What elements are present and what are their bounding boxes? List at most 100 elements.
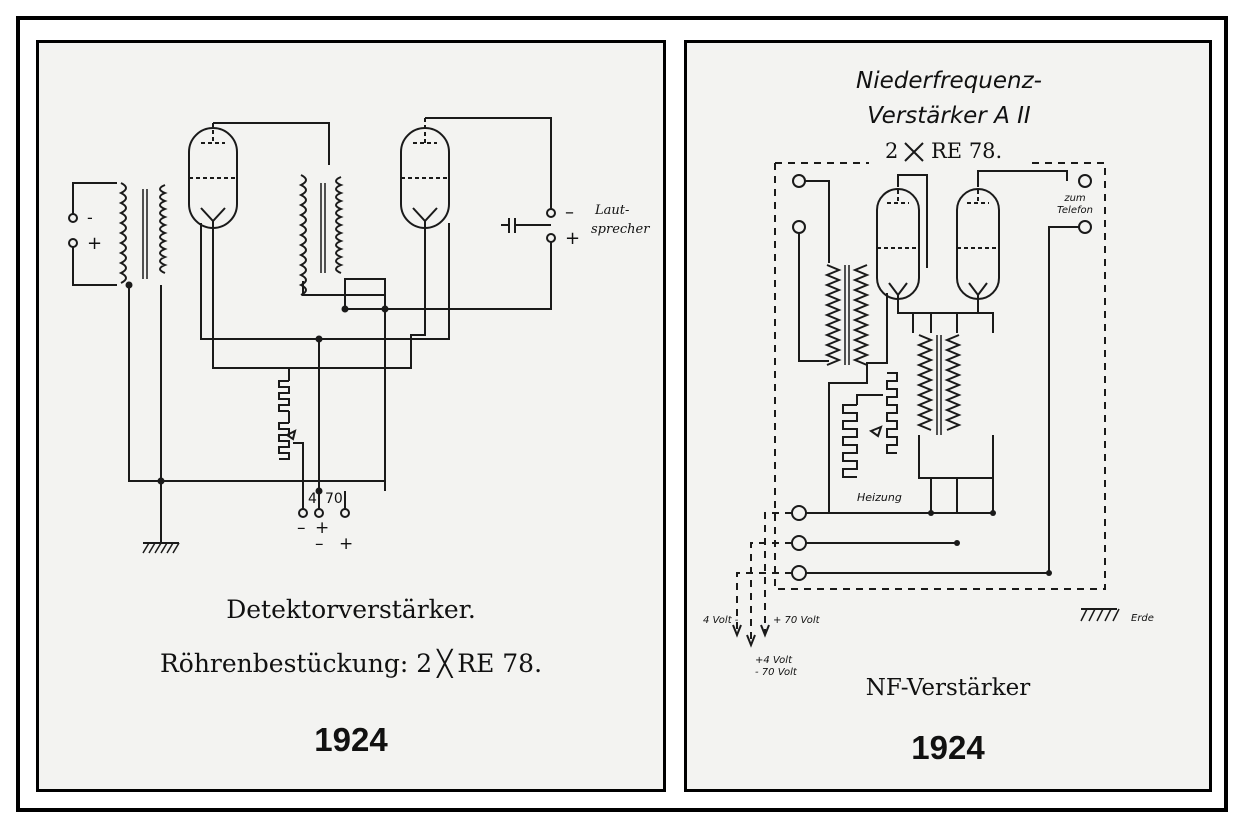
v4-minus-label: 4 Volt - bbox=[703, 615, 739, 626]
lead-arrows bbox=[732, 624, 770, 648]
grid-return bbox=[828, 293, 888, 513]
tube-2-wire bbox=[303, 223, 450, 340]
cabinet-outline bbox=[774, 162, 1106, 590]
battery-leads bbox=[302, 491, 346, 511]
input-plus-label: + bbox=[87, 233, 102, 254]
battery-terminal-2 bbox=[791, 535, 807, 551]
title-line-1: Niederfrequenz- bbox=[856, 68, 1042, 94]
transformer-primary bbox=[824, 264, 842, 366]
left-caption: Detektorverstärker. bbox=[226, 595, 476, 624]
ground-wire bbox=[143, 481, 179, 544]
v70-plus-label: + 70 Volt bbox=[773, 615, 821, 626]
detektor-schematic: - + – + Laut- sprecher bbox=[68, 117, 650, 554]
junction-dot bbox=[315, 335, 323, 343]
transformer-2-secondary bbox=[944, 334, 962, 431]
junction-dot bbox=[990, 510, 996, 516]
junction-dot bbox=[125, 281, 133, 289]
transformer-2-secondary bbox=[335, 176, 344, 274]
transformer-2-wires bbox=[302, 281, 386, 491]
speaker-plus-label: + bbox=[565, 228, 580, 249]
left-tubes-line: Röhrenbestückung: 2 ╳ RE 78. bbox=[39, 649, 663, 678]
rheostat-1 bbox=[886, 372, 898, 454]
plate-wire-1 bbox=[213, 122, 330, 165]
rheostat-2 bbox=[842, 404, 858, 478]
output-wiring bbox=[1048, 226, 1079, 571]
battery-70-label: 70 bbox=[325, 491, 343, 507]
output-terminal-1 bbox=[1078, 174, 1092, 188]
right-tubes-suffix: RE 78. bbox=[931, 139, 1002, 163]
input-wires bbox=[72, 182, 117, 286]
tube-filaments bbox=[888, 282, 988, 297]
ground-bus bbox=[128, 285, 386, 491]
input-terminal-1 bbox=[792, 174, 806, 188]
output-terminal-2 bbox=[1078, 220, 1092, 234]
bus-lower bbox=[918, 435, 994, 513]
left-tubes-suffix: RE 78. bbox=[457, 649, 543, 678]
tube-1 bbox=[876, 188, 920, 300]
transformer-2-core bbox=[936, 335, 942, 435]
rheostat-wiper bbox=[285, 429, 297, 441]
heizung-label: Heizung bbox=[857, 491, 902, 504]
battery-terminal-2 bbox=[314, 508, 324, 518]
left-panel: - + – + Laut- sprecher bbox=[36, 40, 666, 792]
left-year: 1924 bbox=[314, 721, 388, 758]
transformer-1-primary bbox=[118, 182, 127, 284]
transformer-2-primary bbox=[298, 174, 307, 296]
junction-dot bbox=[1046, 570, 1052, 576]
right-caption: NF-Verstärker bbox=[865, 675, 1031, 701]
speaker-label-2: sprecher bbox=[591, 222, 650, 237]
speaker-minus-label: – bbox=[565, 202, 574, 223]
input-terminal-plus bbox=[68, 238, 78, 248]
input-wiring bbox=[798, 180, 830, 362]
battery-4-label: 4 bbox=[308, 491, 317, 507]
rheostat-wires bbox=[288, 369, 304, 491]
transformer-2-core bbox=[320, 183, 326, 273]
junction-dot bbox=[954, 540, 960, 546]
right-tubes-prefix: 2 bbox=[885, 139, 898, 163]
v70-minus-label: - 70 Volt bbox=[755, 667, 798, 678]
tube-grids bbox=[877, 183, 999, 249]
rheostat-wiper bbox=[856, 394, 883, 438]
tube-2-filament bbox=[412, 207, 438, 223]
tube-1-grid bbox=[189, 123, 237, 179]
battery-terminal-1 bbox=[298, 508, 308, 518]
tube-2-grid bbox=[401, 118, 449, 179]
speaker-terminal-plus bbox=[546, 233, 556, 243]
bottom-plus-2: + bbox=[339, 534, 353, 554]
battery-terminal-1 bbox=[791, 505, 807, 521]
times-symbol: ╳ bbox=[437, 649, 453, 678]
transformer-1-core bbox=[142, 189, 148, 279]
right-panel: Niederfrequenz- Verstärker A II 2 RE 78.… bbox=[684, 40, 1212, 792]
bottom-minus-2: – bbox=[315, 534, 324, 554]
junction-dot bbox=[341, 305, 349, 313]
battery-terminal-3 bbox=[340, 508, 350, 518]
speaker-terminal-minus bbox=[546, 208, 556, 218]
speaker-capacitor bbox=[501, 218, 551, 233]
plate-wire-2 bbox=[345, 117, 552, 310]
transformer-core bbox=[844, 265, 850, 365]
input-terminal-minus bbox=[68, 213, 78, 223]
ground-symbol bbox=[142, 542, 180, 554]
filament-bus-a bbox=[212, 221, 426, 369]
junction-dot bbox=[381, 305, 389, 313]
right-times-symbol bbox=[904, 142, 924, 162]
transformer-1-secondary bbox=[159, 184, 168, 274]
input-terminal-2 bbox=[792, 220, 806, 234]
junction-dot bbox=[928, 510, 934, 516]
filament-bus bbox=[897, 295, 994, 333]
zum-label: zum bbox=[1063, 193, 1086, 204]
battery-terminal-3 bbox=[791, 565, 807, 581]
speaker-label-1: Laut- bbox=[594, 203, 629, 218]
tube-2 bbox=[956, 188, 1000, 300]
left-tubes-prefix: Röhrenbestückung: 2 bbox=[159, 649, 433, 678]
title-line-2: Verstärker A II bbox=[867, 103, 1031, 129]
external-leads bbox=[736, 512, 792, 641]
transformer-secondary bbox=[852, 264, 870, 366]
erde-label: Erde bbox=[1131, 613, 1154, 624]
bottom-plus-1: + bbox=[315, 518, 329, 538]
earth-symbol bbox=[1080, 608, 1120, 622]
v4-plus-label: +4 Volt bbox=[755, 655, 793, 666]
tube-1-filament bbox=[200, 207, 226, 223]
heater-rheostat bbox=[278, 380, 290, 460]
telefon-label: Telefon bbox=[1057, 205, 1093, 216]
